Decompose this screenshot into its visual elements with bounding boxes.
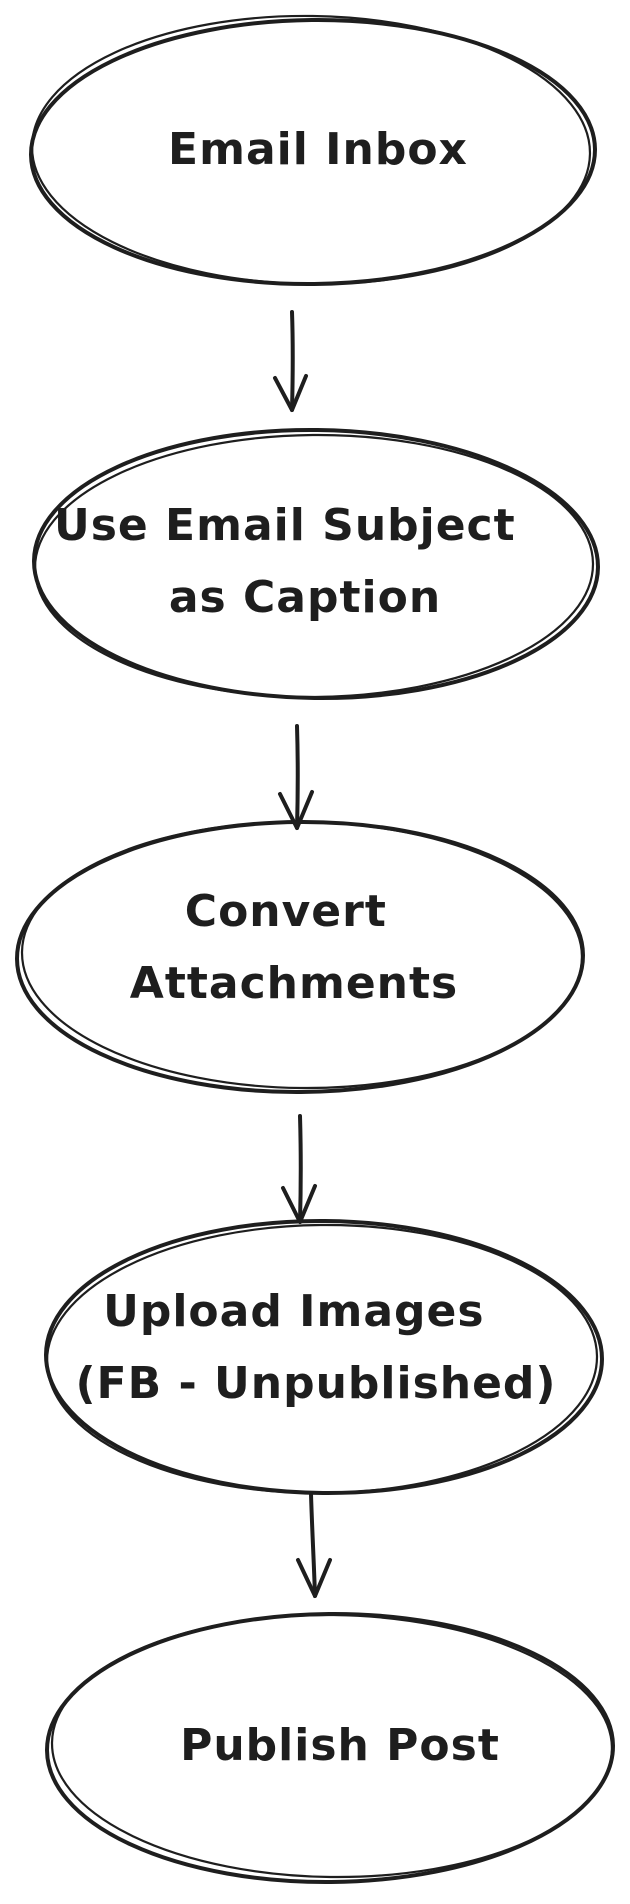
node-use-subject-caption[interactable]: Use Email Subject as Caption	[32, 427, 600, 702]
node-label-line: Attachments	[130, 958, 458, 1009]
node-label-use-subject-caption: Use Email Subject as Caption	[54, 500, 532, 623]
node-label-line: Convert	[185, 886, 387, 937]
arrow-convert-to-upload	[281, 1114, 317, 1224]
node-label-upload-images: Upload Images (FB - Unpublished)	[75, 1286, 556, 1409]
node-label-publish-post: Publish Post	[180, 1720, 500, 1771]
node-publish-post[interactable]: Publish Post	[45, 1611, 615, 1885]
node-label-line: Email Inbox	[168, 124, 468, 175]
node-label-line: (FB - Unpublished)	[75, 1358, 556, 1409]
node-label-line: as Caption	[169, 572, 441, 623]
node-label-convert-attachments: Convert Attachments	[130, 886, 458, 1009]
arrow-caption-to-convert	[278, 724, 314, 830]
node-label-line: Upload Images	[103, 1286, 484, 1337]
node-label-line: Publish Post	[180, 1720, 500, 1771]
node-email-inbox[interactable]: Email Inbox	[29, 12, 597, 288]
node-label-line: Use Email Subject	[54, 500, 516, 551]
arrow-inbox-to-caption	[273, 310, 308, 412]
node-convert-attachments[interactable]: Convert Attachments	[15, 819, 585, 1095]
arrow-upload-to-publish	[296, 1492, 332, 1598]
node-upload-images[interactable]: Upload Images (FB - Unpublished)	[44, 1218, 604, 1496]
node-label-email-inbox: Email Inbox	[168, 124, 468, 175]
